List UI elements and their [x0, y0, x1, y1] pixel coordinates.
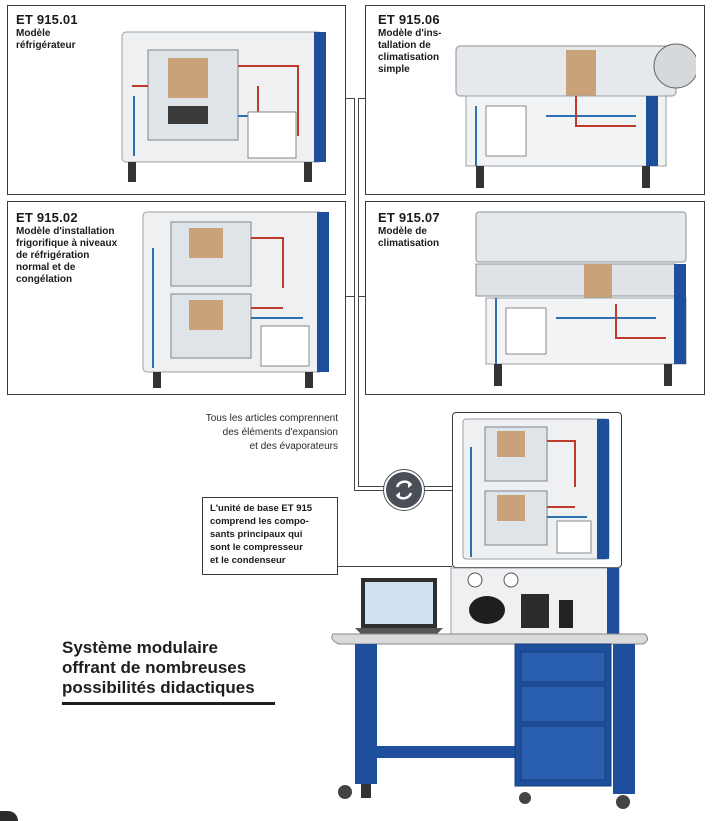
product-description: Modèle réfrigérateur — [16, 28, 76, 51]
expansion-note: Tous les articles comprennent des élémen… — [205, 413, 338, 452]
connector-line — [346, 98, 354, 99]
connector-line — [354, 98, 355, 490]
callout-pointer — [338, 566, 452, 567]
page-corner-tab — [0, 811, 18, 821]
product-panel-et915-02: ET 915.02 Modèle d'installation frigorif… — [7, 201, 346, 395]
air-conditioning-simple-model-image — [455, 43, 696, 188]
stacked-module-image — [462, 418, 610, 560]
connector-line — [346, 296, 354, 297]
product-description: Modèle d'ins- tallation de climatisation… — [378, 28, 442, 75]
refrigeration-freezing-model-image — [142, 211, 329, 388]
product-panel-et915-01: ET 915.01 Modèle réfrigérateur — [7, 5, 346, 195]
refrigerator-model-image — [121, 31, 326, 182]
product-description: Modèle de climatisation — [378, 226, 440, 249]
product-code: ET 915.02 — [16, 210, 78, 225]
connector-line — [358, 98, 365, 99]
base-unit-callout: L'unité de base ET 915 comprend les comp… — [202, 497, 338, 575]
refresh-cycle-icon — [384, 470, 424, 510]
product-description: Modèle d'installation frigorifique à niv… — [16, 226, 118, 285]
stacked-module-frame — [452, 412, 622, 568]
product-panel-et915-06: ET 915.06 Modèle d'ins- tallation de cli… — [365, 5, 705, 195]
workbench-base-unit-image — [331, 567, 649, 809]
connector-line — [358, 98, 359, 486]
product-code: ET 915.07 — [378, 210, 440, 225]
product-panel-et915-07: ET 915.07 Modèle de climatisation — [365, 201, 705, 395]
air-conditioning-model-image — [475, 211, 687, 386]
product-code: ET 915.06 — [378, 12, 440, 27]
connector-line — [358, 296, 365, 297]
headline-underline — [62, 702, 275, 705]
headline: Système modulaire offrant de nombreuses … — [62, 638, 255, 697]
product-code: ET 915.01 — [16, 12, 78, 27]
